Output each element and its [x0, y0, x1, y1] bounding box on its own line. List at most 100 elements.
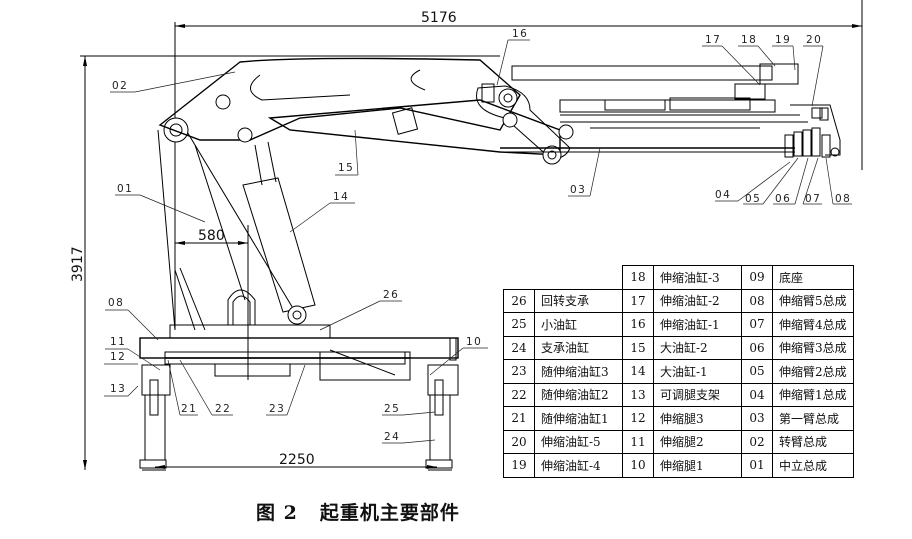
svg-text:08: 08	[835, 193, 851, 205]
callout-24: 24	[382, 431, 436, 444]
svg-text:23: 23	[269, 403, 285, 415]
svg-text:06: 06	[775, 193, 791, 205]
svg-text:22: 22	[215, 403, 231, 415]
part-number-cell: 04	[741, 382, 773, 407]
svg-text:02: 02	[112, 80, 128, 92]
part-number-cell: 11	[622, 429, 654, 454]
dimension-column-offset: 580	[175, 225, 249, 380]
part-number-cell	[504, 266, 535, 290]
part-name-cell: 伸缩臂5总成	[772, 288, 854, 313]
callout-01: 01	[115, 183, 206, 223]
callout-06: 06	[773, 157, 809, 205]
left-outrigger-leg	[139, 364, 171, 471]
svg-text:21: 21	[181, 403, 197, 415]
right-outrigger-leg	[425, 337, 459, 471]
part-name-cell	[535, 266, 623, 290]
svg-text:25: 25	[384, 403, 400, 415]
part-name-cell: 伸缩油缸-4	[534, 453, 623, 478]
part-number-cell: 13	[622, 382, 654, 407]
svg-text:18: 18	[741, 34, 757, 46]
part-name-cell: 大油缸-2	[653, 335, 742, 360]
figure-caption: 图 2 起重机主要部件	[256, 498, 460, 525]
svg-text:24: 24	[384, 431, 400, 443]
first-boom	[267, 99, 561, 156]
svg-text:07: 07	[805, 193, 821, 205]
callout-07: 07	[802, 157, 822, 205]
dimension-580: 580	[198, 228, 225, 244]
callout-23: 23	[266, 364, 306, 416]
part-number-cell: 26	[503, 288, 535, 313]
callout-12: 12	[104, 351, 138, 365]
lift-cylinder	[242, 141, 316, 325]
callout-05: 05	[743, 157, 799, 205]
callout-19: 19	[772, 34, 796, 71]
figure-title: 起重机主要部件	[319, 502, 460, 524]
boom-linkage	[476, 83, 574, 165]
svg-text:10: 10	[466, 336, 482, 348]
svg-text:12: 12	[110, 351, 126, 363]
part-number-cell: 16	[622, 312, 654, 337]
part-name-cell: 小油缸	[534, 312, 623, 337]
callout-08-base: 08	[105, 297, 159, 341]
dimension-2250: 2250	[279, 452, 315, 468]
callout-17: 17	[702, 34, 761, 86]
part-name-cell: 随伸缩油缸3	[534, 359, 623, 384]
dimension-outrigger-span: 2250	[155, 452, 437, 469]
part-number-cell: 09	[741, 265, 773, 290]
column-assembly	[157, 117, 301, 331]
part-name-cell: 回转支承	[534, 288, 623, 313]
part-name-cell: 大油缸-1	[653, 359, 742, 384]
svg-text:14: 14	[333, 191, 349, 203]
part-name-cell: 伸缩油缸-3	[653, 265, 742, 290]
part-number-cell: 14	[622, 359, 654, 384]
part-name-cell: 伸缩臂3总成	[772, 335, 854, 360]
svg-text:03: 03	[570, 184, 586, 196]
svg-text:05: 05	[745, 193, 761, 205]
part-name-cell: 中立总成	[772, 453, 854, 478]
part-number-cell: 18	[622, 265, 654, 290]
callout-10: 10	[429, 336, 488, 376]
part-name-cell: 伸缩油缸-2	[653, 288, 742, 313]
callout-22: 22	[179, 359, 233, 416]
part-name-cell: 伸缩腿1	[653, 453, 742, 478]
figure-number: 图 2	[256, 502, 298, 524]
telescopic-boom	[500, 63, 841, 158]
part-number-cell: 06	[741, 335, 773, 360]
part-number-cell: 24	[503, 335, 535, 360]
callout-04: 04	[715, 161, 791, 202]
part-number-cell: 02	[741, 429, 773, 454]
callout-21: 21	[167, 359, 198, 416]
part-number-cell: 15	[622, 335, 654, 360]
part-name-cell: 随伸缩油缸2	[534, 382, 623, 407]
callout-15: 15	[335, 129, 359, 176]
part-name-cell: 随伸缩油缸1	[534, 406, 623, 431]
part-name-cell: 底座	[772, 265, 854, 290]
part-number-cell: 23	[503, 359, 535, 384]
callout-14: 14	[289, 191, 355, 233]
svg-text:11: 11	[110, 336, 126, 348]
part-name-cell: 伸缩臂4总成	[772, 312, 854, 337]
part-number-cell: 21	[503, 406, 535, 431]
callout-26: 26	[319, 289, 402, 331]
svg-text:19: 19	[775, 34, 791, 46]
base-frame	[139, 267, 459, 381]
part-number-cell: 03	[741, 406, 773, 431]
dimension-5176: 5176	[421, 10, 457, 26]
part-number-cell: 22	[503, 382, 535, 407]
callout-02: 02	[110, 71, 236, 93]
part-name-cell: 伸缩油缸-1	[653, 312, 742, 337]
part-number-cell: 12	[622, 406, 654, 431]
part-name-cell: 第一臂总成	[772, 406, 854, 431]
part-name-cell: 伸缩腿3	[653, 406, 742, 431]
svg-text:16: 16	[512, 28, 528, 40]
svg-text:13: 13	[110, 383, 126, 395]
part-number-cell: 01	[741, 453, 773, 478]
svg-text:01: 01	[117, 183, 133, 195]
